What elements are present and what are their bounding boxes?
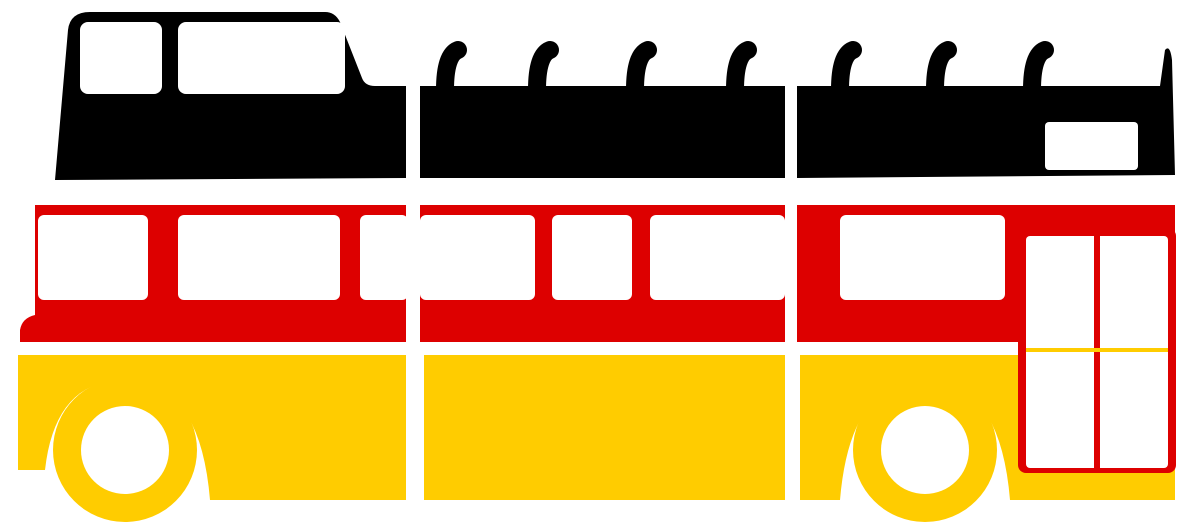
railing-posts [436,41,1054,99]
destination-sign [1045,122,1138,170]
front-window-left [80,22,162,94]
front-window-right [178,22,345,94]
rear-wheel [853,378,997,522]
upper-deck [55,12,1175,180]
lower-windows [38,215,1005,300]
upper-deck-middle [420,86,785,178]
lower-deck-red-band [20,205,1175,342]
bus-door [1018,228,1176,473]
front-wheel [53,378,197,522]
deck-divider [60,182,1175,204]
